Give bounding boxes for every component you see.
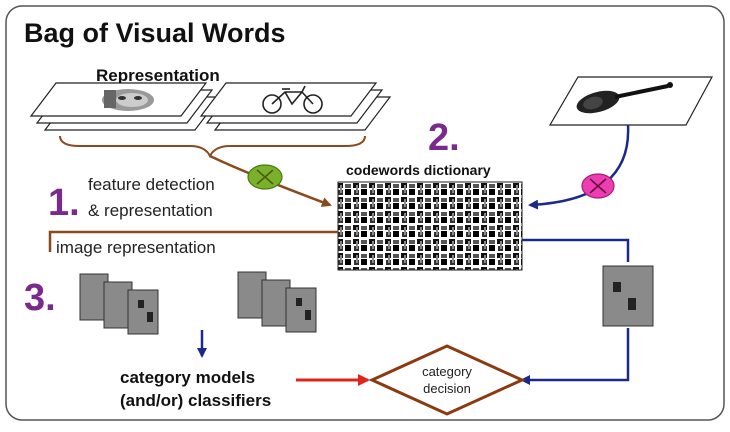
histogram-stack-icon-2 <box>237 271 317 333</box>
bicycle-image-icon <box>262 85 323 114</box>
histogram-stack-icon <box>79 273 159 335</box>
category-decision-line2: decision <box>423 381 471 396</box>
violin-image-sheet <box>548 76 714 126</box>
histogram-to-decision-arrow <box>520 328 630 385</box>
category-models-line1: category models <box>120 368 255 387</box>
green-operator-circle <box>247 164 283 190</box>
codewords-dictionary-label: codewords dictionary <box>346 162 491 178</box>
category-models-line2: (and/or) classifiers <box>120 391 271 410</box>
dictionary-to-histogram-line <box>522 238 630 262</box>
codeword-patches-icon <box>337 181 523 271</box>
diagram-title: Bag of Visual Words <box>24 18 286 48</box>
face-image-icon <box>102 89 154 111</box>
step-3-label: image representation <box>56 238 216 257</box>
pink-operator-circle <box>581 173 615 199</box>
violin-image-icon <box>576 82 673 114</box>
step-1-label-line2: & representation <box>88 201 213 220</box>
step-2-number: 2. <box>428 117 460 159</box>
histogram-stack-icon-3 <box>602 265 654 327</box>
category-decision-diamond <box>368 344 526 416</box>
category-decision-line1: category <box>422 364 472 379</box>
step-1-number: 1. <box>48 182 80 224</box>
representation-label: Representation <box>96 66 220 85</box>
step-3-number: 3. <box>24 277 56 319</box>
face-image-stack <box>29 82 222 131</box>
bicycle-image-stack <box>199 82 392 131</box>
image-representation-line <box>48 230 338 252</box>
step-1-label-line1: feature detection <box>88 175 215 194</box>
